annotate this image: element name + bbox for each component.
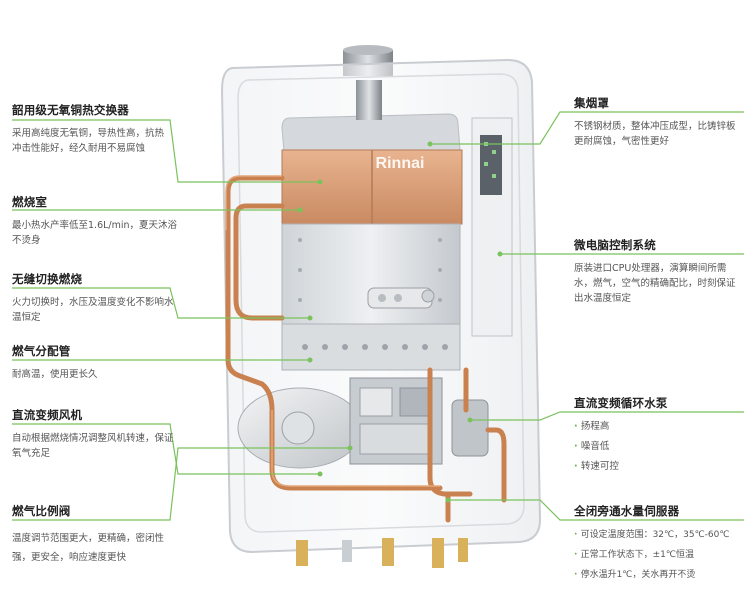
fan-hub [281,411,315,445]
label-title: 燃气比例阀 [12,504,71,518]
leader-line-gas-valve [12,447,350,521]
label-desc: 最小热水产率低至1.6L/min，夏天沐浴不烫身 [12,220,178,246]
label-bullet: 停水温升1℃，关水再开不烫 [574,565,750,585]
copper-pipe-highlights [225,175,440,487]
leader-line-bypass-servo [448,499,744,521]
label-bullet: 可设定温度范围：32℃，35℃-60℃ [574,525,750,545]
leader-line-dc-fan [12,423,320,475]
gas-manifold-shape [281,323,461,371]
label-title: 韶用级无氧铜热交换器 [12,103,129,117]
label-smoke-hood: 集烟罩 不锈钢材质，整体冲压成型，比铸锌板更耐腐蚀，气密性更好 [574,95,744,149]
label-title: 微电脑控制系统 [574,238,656,252]
label-bullet: 噪音低 [574,437,744,457]
label-control-system: 微电脑控制系统 原装进口CPU处理器，演算瞬间所需水，燃气，空气的精确配比，时刻… [574,237,744,306]
label-title: 集烟罩 [574,96,610,110]
inner-case-edge [237,73,525,533]
label-circulation-pump: 直流变频循环水泵 扬程高 噪音低 转速可控 [574,395,744,477]
label-desc: 不锈钢材质，整体冲压成型，比铸锌板更耐腐蚀，气密性更好 [574,121,736,147]
label-gas-valve: 燃气比例阀 温度调节范围更大，更精确，密闭性强，更安全，响应速度更快 [12,503,178,567]
label-seamless-burning: 无缝切换燃烧 火力切换时，水压及温度变化不影响水温恒定 [12,271,177,325]
bottom-connectors [296,538,468,568]
label-desc: 火力切换时，水压及温度变化不影响水温恒定 [12,297,174,323]
manifold-nozzles [302,344,448,350]
label-title: 燃烧室 [12,195,48,209]
label-bullet: 转速可控 [574,457,744,477]
label-desc: 耐高温，使用更长久 [12,369,98,380]
label-title: 燃气分配管 [12,344,71,358]
label-dc-fan: 直流变频风机 自动根据燃烧情况调整风机转速，保证氧气充足 [12,407,178,461]
label-title: 无缝切换燃烧 [12,272,83,286]
label-bullet: 扬程高 [574,417,744,437]
leader-line-smoke-hood [430,111,744,145]
flue-inner [356,80,382,120]
control-board [480,135,502,195]
label-desc: 温度调节范围更大，更精确，密闭性强，更安全，响应速度更快 [12,533,165,563]
label-bullet: 正常工作状态下，±1℃恒温 [574,545,750,565]
label-desc: 采用高纯度无氧铜，导热性高，抗热冲击性能好，经久耐用不易腐蚀 [12,128,165,154]
flue-pipe-top [343,45,393,55]
label-title: 直流变频风机 [12,408,83,422]
label-heat-exchanger: 韶用级无氧铜热交换器 采用高纯度无氧铜，导热性高，抗热冲击性能好，经久耐用不易腐… [12,102,170,156]
label-gas-manifold: 燃气分配管 耐高温，使用更长久 [12,343,172,382]
label-combustion-chamber: 燃烧室 最小热水产率低至1.6L/min，夏天沐浴不烫身 [12,194,180,248]
chamber-rivets [298,238,442,302]
leader-line-seamless-burning [12,287,310,319]
leader-line-heat-exchanger [12,119,320,183]
label-title: 直流变频循环水泵 [574,396,668,410]
label-title: 全闭旁通水量伺服器 [574,504,680,518]
brand-logo: Rinnai [376,155,425,172]
label-desc: 原装进口CPU处理器，演算瞬间所需水，燃气，空气的精确配比，时刻保证出水温度恒定 [574,263,736,304]
label-desc: 自动根据燃烧情况调整风机转速，保证氧气充足 [12,433,174,459]
label-bypass-servo: 全闭旁通水量伺服器 可设定温度范围：32℃，35℃-60℃ 正常工作状态下，±1… [574,503,750,585]
leader-line-circulation-pump [470,411,744,421]
